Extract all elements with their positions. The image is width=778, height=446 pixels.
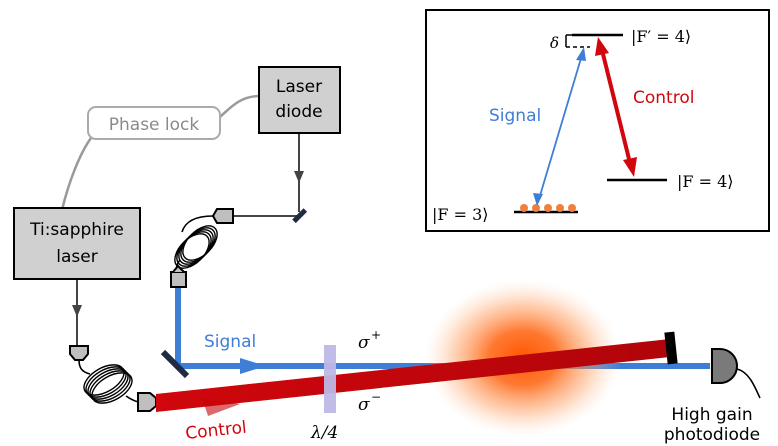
mirror-control-block [664,331,678,365]
fiber-coil-lower [83,364,133,404]
signal-transition-arrow [533,47,586,206]
signal-beam-label: Signal [204,332,256,352]
excited-level-label: |F′ = 4⟩ [631,27,691,46]
mirror-laser-diode [292,208,308,224]
fiber-upper [170,208,234,288]
photodiode [711,348,761,399]
quarter-waveplate [324,345,336,413]
laser-diode-label-line2: diode [275,102,322,122]
fiber-coupler-upper-in [211,208,234,224]
waveplate-label: λ/4 [310,423,338,443]
svg-text:−: − [371,390,381,404]
sigma-plus-label: σ + [358,328,381,353]
fiber-coupler-lower-in [69,345,89,361]
tisapphire-label-line1: Ti:sapphire [29,220,124,240]
fiber-coupler-upper-out [170,271,187,288]
tisapphire-laser: Ti:sapphire laser [13,207,141,280]
mirror-signal [160,349,190,379]
ground-level-upper-label: |F = 4⟩ [677,172,734,191]
svg-text:+: + [371,328,381,342]
fiber-lower [69,345,157,412]
fiber-coil-upper [174,225,218,269]
ground-level-lower-label: |F = 3⟩ [432,205,489,224]
laser-diode: Laser diode [258,66,341,134]
control-transition-arrow [595,37,637,177]
signal-transition-label: Signal [489,106,541,126]
atom-population-dots [520,204,576,212]
control-beam-label: Control [184,418,247,444]
detector-label-line2: photodiode [664,425,760,445]
fiber-coupler-lower-out [137,392,157,412]
phase-lock-box [87,106,221,140]
tisapphire-label-line2: laser [56,247,97,267]
laser-diode-beam [230,134,304,217]
detector-label-line1: High gain [671,405,752,425]
svg-text:σ: σ [358,333,370,353]
detuning-label: δ [550,34,559,52]
energy-level-diagram: δ |F′ = 4⟩ |F = 4⟩ |F = 3⟩ Signal Contro… [425,9,770,232]
svg-text:σ: σ [358,395,370,415]
sigma-minus-label: σ − [358,390,381,415]
control-beam [156,339,670,416]
control-transition-label: Control [633,88,694,108]
phase-lock-label: Phase lock [109,115,200,135]
laser-diode-label-line1: Laser [276,77,322,97]
tisapphire-beam [72,280,82,345]
photodiode-cable [736,368,761,399]
phase-lock-link: Phase lock [60,94,261,211]
